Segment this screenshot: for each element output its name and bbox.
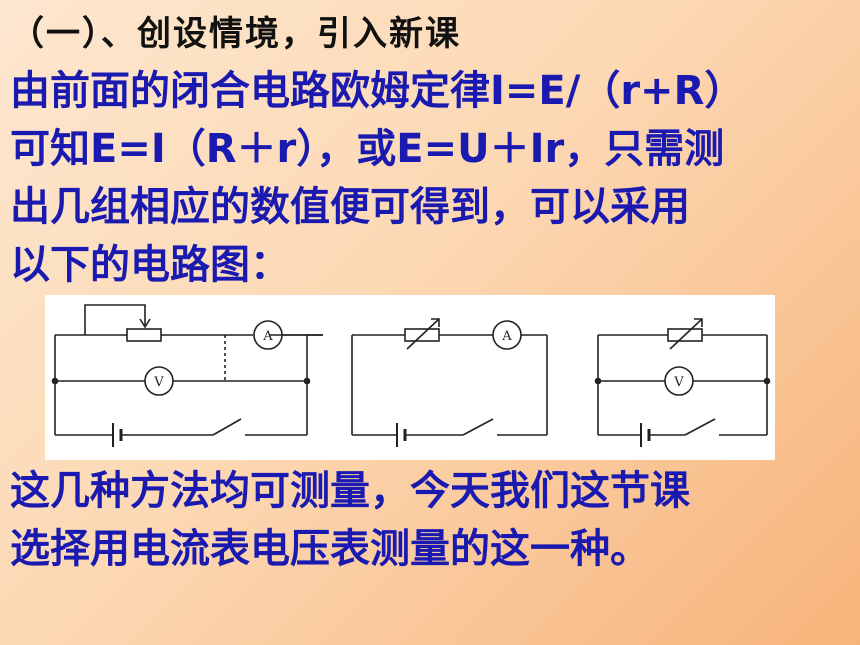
circuit-diagrams-svg: A V A V [51, 304, 771, 447]
intro-paragraph: 由前面的闭合电路欧姆定律I=E/（r+R） 可知E=I（R＋r），或E=U＋Ir… [10, 62, 850, 294]
conclusion-paragraph: 这几种方法均可测量，今天我们这节课 选择用电流表电压表测量的这一种。 [10, 462, 850, 578]
circuit-3 [594, 318, 771, 447]
section-heading: （一）、创设情境，引入新课 [10, 14, 461, 54]
rheostat-1 [126, 328, 162, 342]
intro-line: 出几组相应的数值便可得到，可以采用 [10, 184, 690, 230]
voltmeter-3-label: V [673, 375, 684, 390]
switch-1 [212, 418, 242, 436]
conclusion-line: 这几种方法均可测量，今天我们这节课 [10, 468, 690, 514]
circuit-2 [351, 318, 548, 447]
ammeter-2-label: A [501, 329, 512, 344]
voltmeter-1-label: V [153, 375, 164, 390]
intro-line: 由前面的闭合电路欧姆定律I=E/（r+R） [10, 68, 745, 114]
circuit-1 [51, 304, 323, 447]
intro-line: 可知E=I（R＋r），或E=U＋Ir，只需测 [10, 126, 725, 172]
switch-2 [462, 418, 494, 436]
circuit-diagrams: A V A V [45, 295, 775, 460]
intro-line: 以下的电路图： [10, 242, 290, 288]
conclusion-line: 选择用电流表电压表测量的这一种。 [10, 526, 650, 572]
switch-3 [684, 418, 716, 436]
ammeter-1-label: A [262, 329, 273, 344]
